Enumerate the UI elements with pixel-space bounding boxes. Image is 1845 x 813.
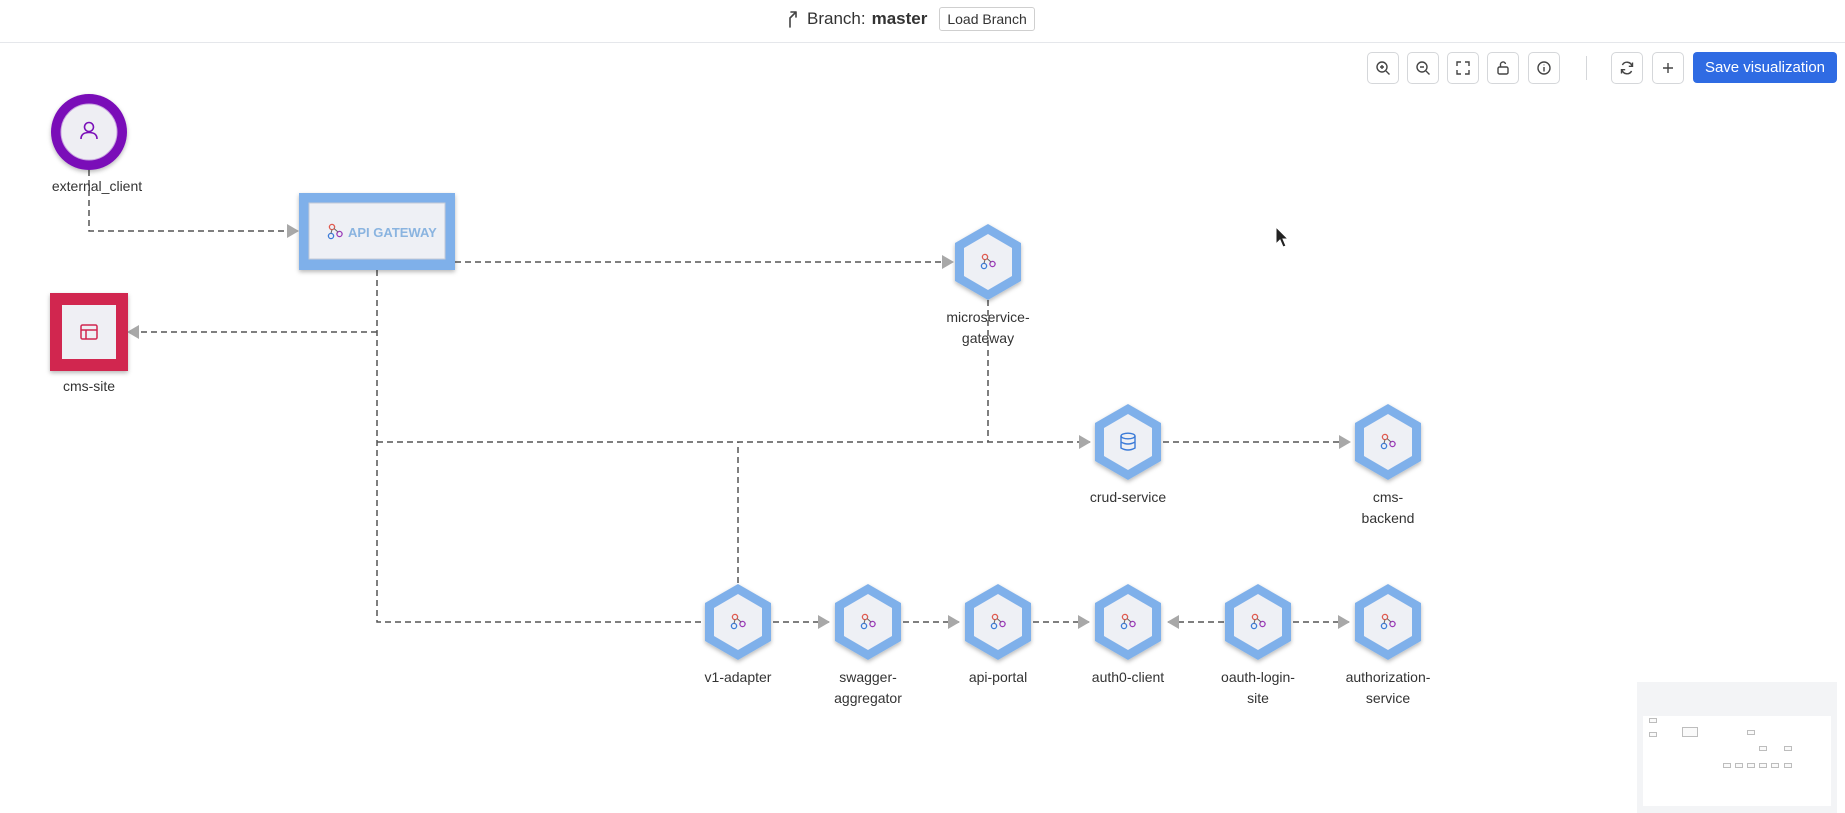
refresh-button[interactable] bbox=[1611, 52, 1643, 84]
label-line: site bbox=[1247, 690, 1269, 706]
info-button[interactable] bbox=[1528, 52, 1560, 84]
label-line: authorization- bbox=[1345, 669, 1431, 685]
label-auth0-client: auth0-client bbox=[1091, 669, 1165, 685]
node-external-client[interactable] bbox=[51, 94, 127, 170]
label-oauth-login-site: oauth-login- site bbox=[1198, 667, 1318, 709]
refresh-icon bbox=[1620, 61, 1634, 75]
api-gateway-label: API GATEWAY bbox=[348, 225, 437, 240]
label-external-client: external_client bbox=[51, 178, 143, 194]
node-auth0-client[interactable] bbox=[1095, 584, 1161, 660]
minimap-node bbox=[1723, 763, 1731, 768]
label-line: service bbox=[1365, 690, 1411, 706]
label-line: backend bbox=[1361, 510, 1415, 526]
minimap-node bbox=[1784, 746, 1792, 751]
toolbar-divider bbox=[1586, 56, 1587, 80]
label-line: aggregator bbox=[834, 690, 902, 706]
load-branch-button[interactable]: Load Branch bbox=[939, 7, 1035, 31]
node-crud-service[interactable] bbox=[1095, 404, 1161, 480]
label-line: swagger- bbox=[839, 669, 897, 685]
node-cms-backend[interactable] bbox=[1355, 404, 1421, 480]
fit-view-button[interactable] bbox=[1447, 52, 1479, 84]
user-icon bbox=[80, 121, 98, 140]
node-v1-adapter[interactable] bbox=[705, 584, 771, 660]
node-api-portal[interactable] bbox=[965, 584, 1031, 660]
minimap-node bbox=[1682, 727, 1698, 737]
branch-prefix: Branch: bbox=[807, 9, 866, 28]
label-v1-adapter: v1-adapter bbox=[704, 669, 772, 685]
label-line: cms- bbox=[1372, 489, 1404, 505]
zoom-in-button[interactable] bbox=[1367, 52, 1399, 84]
label-crud-service: crud-service bbox=[1089, 489, 1167, 505]
minimap-node bbox=[1759, 763, 1767, 768]
minimap-node bbox=[1784, 763, 1792, 768]
top-bar: Branch: master Load Branch bbox=[0, 0, 1845, 43]
info-icon bbox=[1537, 61, 1551, 75]
minimap[interactable] bbox=[1637, 682, 1837, 813]
layout-icon bbox=[80, 324, 98, 340]
minimap-node bbox=[1649, 732, 1657, 737]
save-visualization-button[interactable]: Save visualization bbox=[1693, 52, 1837, 83]
mouse-cursor bbox=[1275, 225, 1290, 248]
label-swagger-aggregator: swagger- aggregator bbox=[808, 667, 928, 709]
node-authorization-service[interactable] bbox=[1355, 584, 1421, 660]
minimap-node bbox=[1649, 718, 1657, 723]
branch-indicator: Branch: master Load Branch bbox=[785, 7, 1035, 31]
add-node-button[interactable] bbox=[1652, 52, 1684, 84]
lock-button[interactable] bbox=[1487, 52, 1519, 84]
label-line: microservice- bbox=[946, 309, 1030, 325]
minimap-node bbox=[1759, 746, 1767, 751]
unlock-icon bbox=[1497, 61, 1509, 75]
label-line: gateway bbox=[961, 330, 1015, 346]
minimap-node bbox=[1771, 763, 1779, 768]
zoom-in-icon bbox=[1376, 61, 1390, 75]
minimap-node bbox=[1747, 763, 1755, 768]
canvas-toolbar: Save visualization bbox=[0, 52, 1845, 84]
minimap-node bbox=[1747, 730, 1755, 735]
minimap-viewport bbox=[1643, 716, 1831, 806]
branch-name: master bbox=[871, 9, 928, 28]
label-microservice-gateway: microservice- gateway bbox=[928, 307, 1048, 349]
minimap-node bbox=[1735, 763, 1743, 768]
zoom-out-button[interactable] bbox=[1407, 52, 1439, 84]
branch-icon bbox=[789, 11, 797, 28]
label-cms-site: cms-site bbox=[62, 378, 116, 394]
fit-view-icon bbox=[1456, 61, 1470, 75]
zoom-out-icon bbox=[1416, 61, 1430, 75]
label-cms-backend: cms- backend bbox=[1328, 487, 1448, 529]
edge-client-gateway bbox=[88, 170, 299, 238]
label-authorization-service: authorization- service bbox=[1328, 667, 1448, 709]
node-swagger-aggregator[interactable] bbox=[835, 584, 901, 660]
label-line: oauth-login- bbox=[1221, 669, 1295, 685]
node-microservice-gateway[interactable] bbox=[955, 224, 1021, 300]
node-api-gateway[interactable] bbox=[299, 193, 455, 270]
graph-canvas[interactable]: API GATEWAY bbox=[0, 42, 1845, 813]
edge-gateway-trunk bbox=[376, 270, 704, 623]
node-cms-site[interactable] bbox=[50, 293, 128, 371]
node-oauth-login-site[interactable] bbox=[1225, 584, 1291, 660]
database-icon bbox=[1120, 432, 1136, 451]
plus-icon bbox=[1663, 63, 1673, 73]
label-api-portal: api-portal bbox=[968, 669, 1028, 685]
